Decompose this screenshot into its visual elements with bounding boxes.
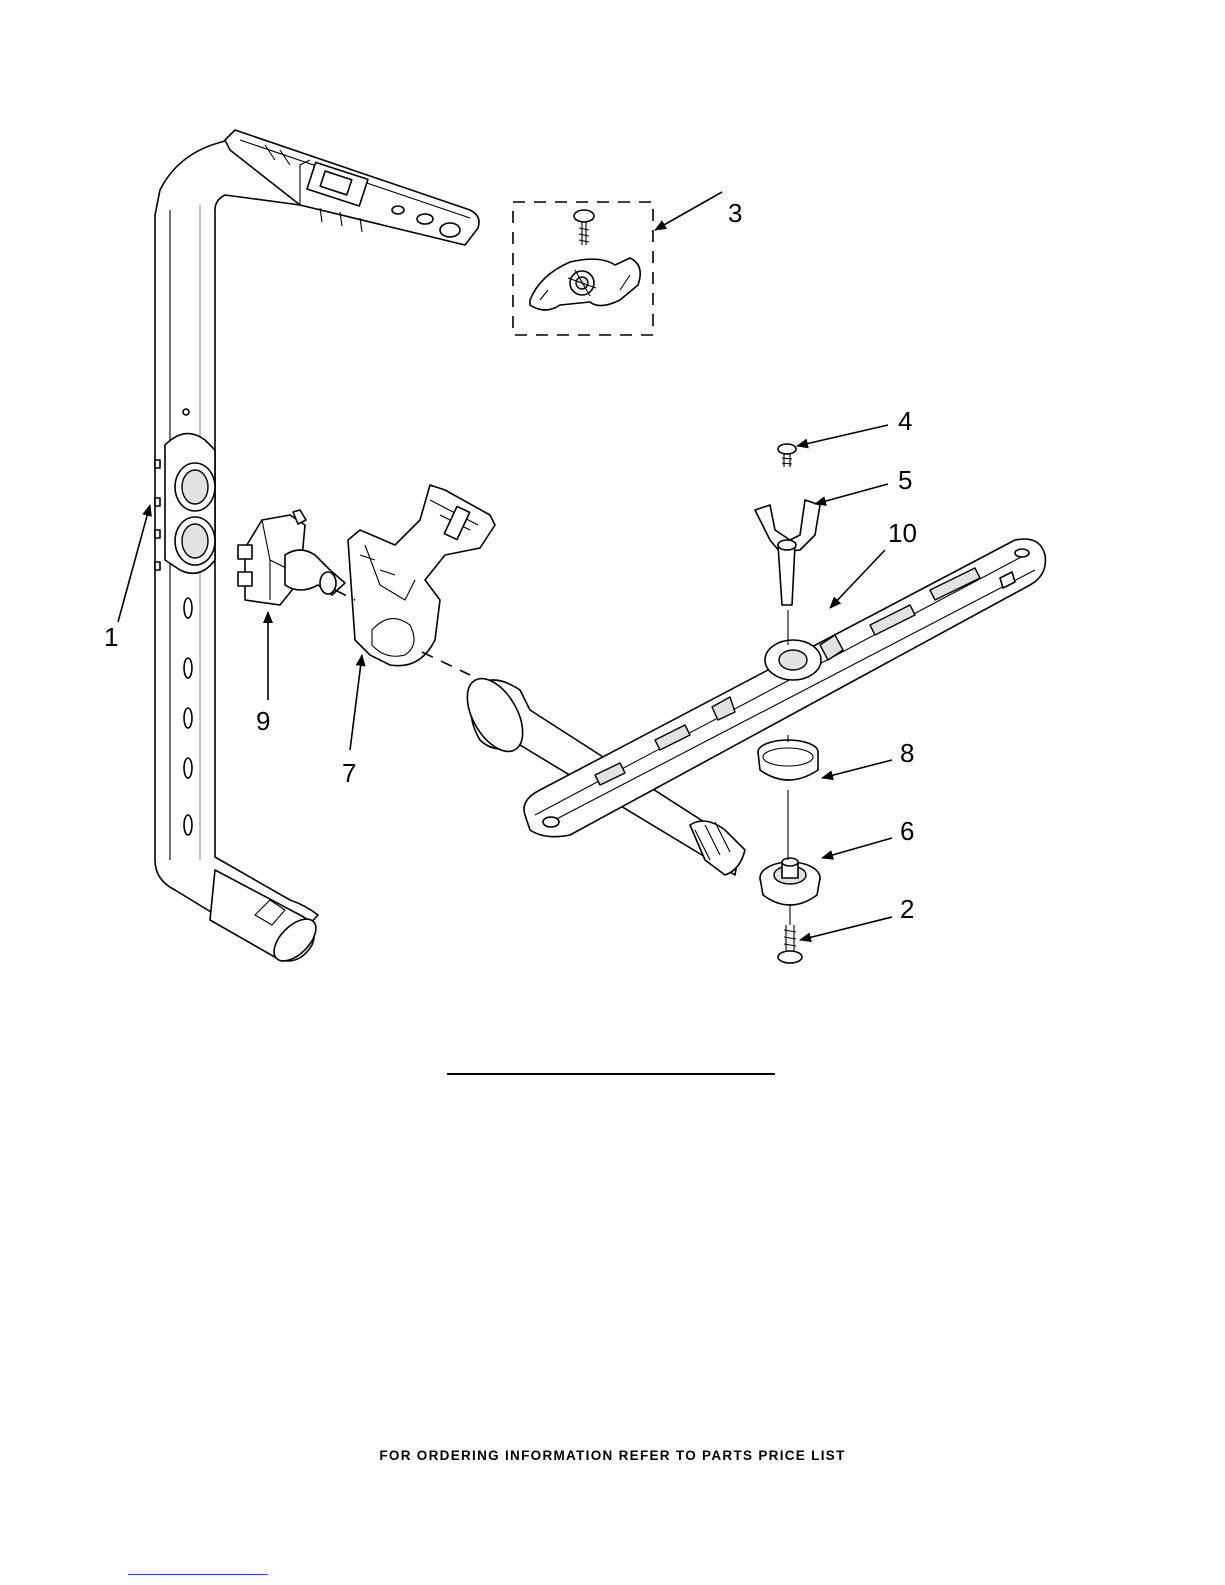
callout-8: 8	[900, 740, 914, 766]
part-7-bracket	[348, 485, 495, 666]
part-8-ring	[758, 740, 818, 780]
bottom-link-underline[interactable]	[128, 1574, 268, 1575]
callout-7: 7	[342, 760, 356, 786]
part-4-screw	[778, 444, 796, 467]
leader-arrows	[118, 192, 892, 940]
callout-5: 5	[898, 467, 912, 493]
part-6-hub	[760, 858, 820, 905]
callout-4: 4	[898, 408, 912, 434]
part-10-spray-arm	[456, 539, 1045, 875]
center-rule	[447, 1073, 775, 1075]
callout-3: 3	[728, 200, 742, 226]
part-5-retainer	[755, 500, 820, 605]
callout-1: 1	[104, 624, 118, 650]
callout-9: 9	[256, 708, 270, 734]
footer-text: FOR ORDERING INFORMATION REFER TO PARTS …	[0, 1448, 1225, 1463]
part-9-valve	[238, 510, 345, 605]
callout-6: 6	[900, 818, 914, 844]
callout-2: 2	[900, 896, 914, 922]
part-3-diverter	[513, 202, 653, 335]
callout-10: 10	[888, 520, 917, 546]
part-2-screw	[778, 925, 802, 963]
